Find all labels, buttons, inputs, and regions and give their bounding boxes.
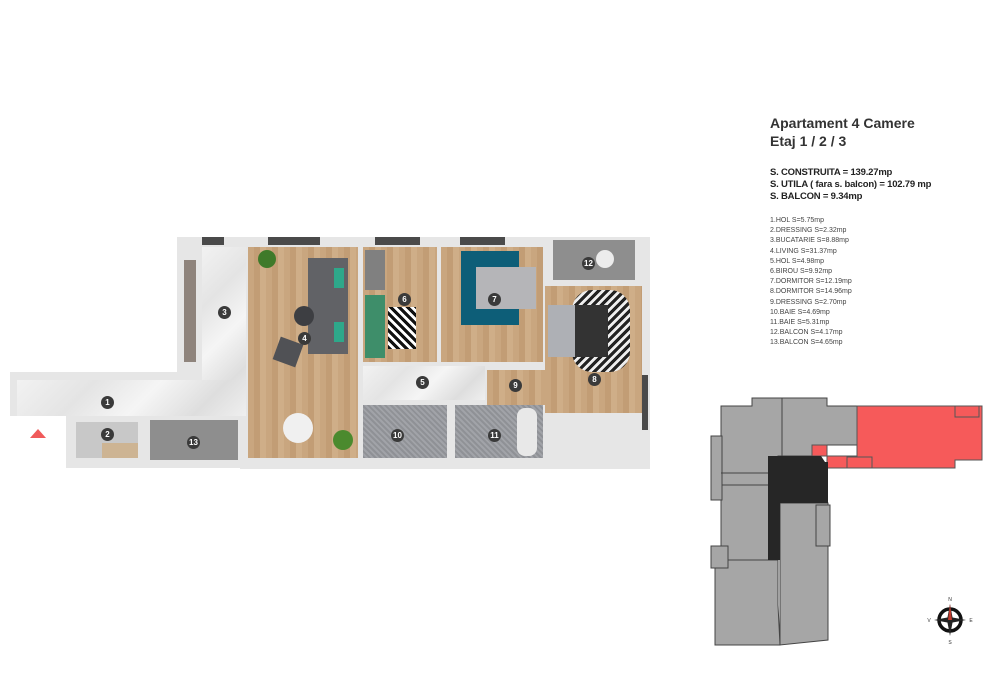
coffee-table: [294, 306, 314, 326]
room-item: 2.DRESSING S=2.32mp: [770, 227, 847, 235]
room-marker-3: 3: [218, 306, 231, 319]
compass-e: E: [969, 618, 973, 624]
room-marker-9: 9: [509, 379, 522, 392]
key-plan: N S E V: [710, 397, 983, 646]
room-marker-1: 1: [101, 396, 114, 409]
plant: [258, 250, 276, 268]
usable-area: S. UTILA ( fara s. balcon) = 102.79 mp: [770, 179, 932, 190]
building-annex: [710, 435, 723, 501]
building-annex: [710, 545, 729, 569]
room-10-bathroom: [363, 405, 447, 458]
core: [768, 456, 828, 560]
room-item: 9.DRESSING S=2.70mp: [770, 298, 847, 306]
rug: [388, 307, 416, 349]
apartment-title: Apartament 4 Camere: [770, 115, 915, 131]
bed-blanket: [575, 305, 608, 357]
room-item: 10.BAIE S=4.69mp: [770, 308, 830, 316]
window: [202, 237, 224, 245]
room-item: 12.BALCON S=4.17mp: [770, 329, 843, 337]
room-marker-13: 13: [187, 436, 200, 449]
room-item: 13.BALCON S=4.65mp: [770, 339, 843, 347]
compass-w: V: [927, 618, 931, 624]
built-area: S. CONSTRUITA = 139.27mp: [770, 167, 893, 178]
bathtub: [517, 408, 537, 456]
room-marker-7: 7: [488, 293, 501, 306]
window: [460, 237, 505, 245]
floor-plan: 1 2 3 4 5 6 7 8 9 10 11 12 13: [0, 230, 660, 480]
room-marker-12: 12: [582, 257, 595, 270]
room-marker-2: 2: [101, 428, 114, 441]
compass-n: N: [948, 597, 952, 603]
wall-bottom: [240, 455, 550, 468]
office-sofa: [365, 295, 385, 358]
room-marker-6: 6: [398, 293, 411, 306]
room-item: 7.DORMITOR S=12.19mp: [770, 278, 852, 286]
building-annex: [815, 504, 831, 547]
bed: [476, 267, 536, 309]
info-panel: Apartament 4 Camere Etaj 1 / 2 / 3 S. CO…: [770, 114, 990, 349]
window: [268, 237, 320, 245]
building-wing: [714, 559, 781, 646]
room-item: 11.BAIE S=5.31mp: [770, 319, 830, 327]
dining-table: [283, 413, 313, 443]
balcony-area: S. BALCON = 9.34mp: [770, 191, 863, 202]
window: [642, 375, 648, 430]
compass-s: S: [948, 640, 952, 646]
room-item: 5.HOL S=4.98mp: [770, 257, 825, 265]
room-marker-8: 8: [588, 373, 601, 386]
window: [375, 237, 420, 245]
room-item: 1.HOL S=5.75mp: [770, 217, 825, 224]
kitchen-counter: [184, 260, 196, 362]
room-item: 8.DORMITOR S=14.96mp: [770, 288, 852, 296]
sofa-cushion: [334, 322, 344, 342]
room-list: 1.HOL S=5.75mp 2.DRESSING S=2.32mp 3.BUC…: [770, 216, 990, 349]
round-table: [596, 250, 614, 268]
room-item: 6.BIROU S=9.92mp: [770, 268, 833, 276]
room-1-hall: [17, 380, 246, 416]
desk: [365, 250, 385, 290]
room-item: 3.BUCATARIE S=8.88mp: [770, 237, 849, 245]
entrance-arrow-icon: [30, 429, 46, 438]
room-marker-11: 11: [488, 429, 501, 442]
compass-icon: N S E V: [927, 597, 973, 646]
dressing-shelf: [102, 443, 138, 458]
room-item: 4.LIVING S=31.37mp: [770, 247, 837, 255]
room-marker-4: 4: [298, 332, 311, 345]
room-marker-5: 5: [416, 376, 429, 389]
plant: [333, 430, 353, 450]
room-marker-10: 10: [391, 429, 404, 442]
sofa-cushion: [334, 268, 344, 288]
floors-label: Etaj 1 / 2 / 3: [770, 133, 847, 149]
